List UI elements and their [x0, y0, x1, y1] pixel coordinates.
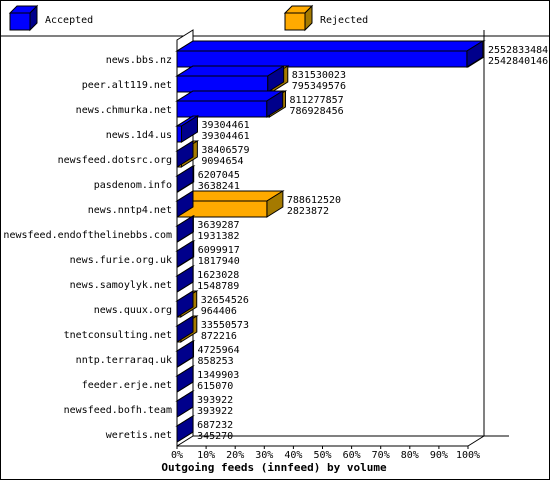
category-label-7: newsfeed.endofthelinebbs.com [3, 230, 172, 241]
bar-accepted-2 [175, 90, 285, 118]
x-tick-label-3: 30% [255, 450, 273, 461]
category-label-4: newsfeed.dotsrc.org [58, 155, 172, 166]
value-accepted-0: 2542840146 [488, 56, 548, 67]
value-rejected-8: 6099917 [198, 245, 240, 256]
bar-rejected-6 [175, 190, 285, 218]
value-rejected-0: 2552833484 [488, 45, 548, 56]
category-label-13: feeder.erje.net [82, 380, 172, 391]
value-accepted-4: 9094654 [201, 156, 243, 167]
value-accepted-12: 858253 [198, 356, 234, 367]
category-label-0: news.bbs.nz [106, 55, 172, 66]
value-rejected-9: 1623028 [197, 270, 239, 281]
bar-accepted-1-top [175, 65, 286, 77]
bar-accepted-0 [175, 40, 485, 68]
x-tick-label-1: 10% [197, 450, 215, 461]
bar-accepted-7 [176, 215, 194, 243]
bar-accepted-10 [176, 290, 194, 318]
value-accepted-5: 3638241 [198, 181, 240, 192]
x-tick-label-0: 0% [171, 450, 183, 461]
value-rejected-13: 1349903 [197, 370, 239, 381]
legend-swatch-accepted [9, 12, 31, 31]
bar-accepted-1 [175, 65, 286, 93]
value-rejected-12: 4725964 [198, 345, 240, 356]
legend-label-rejected: Rejected [320, 15, 368, 26]
axis-right-edge [467, 435, 485, 447]
value-accepted-15: 345270 [197, 431, 233, 442]
category-labels: news.bbs.nz peer.alt119.net news.chmurka.n… [3, 55, 172, 441]
bar-accepted-6 [176, 190, 194, 218]
value-rejected-3: 39304461 [201, 120, 249, 131]
bar-accepted-12 [176, 340, 194, 368]
legend: Accepted Rejected [0, 4, 550, 37]
category-label-1: peer.alt119.net [82, 80, 172, 91]
x-tick-label-10: 100% [456, 450, 480, 461]
value-accepted-3: 39304461 [201, 131, 249, 142]
value-rejected-6: 788612520 [287, 195, 341, 206]
bar-accepted-9 [176, 265, 194, 293]
value-accepted-7: 1931382 [197, 231, 239, 242]
category-label-2: news.chmurka.net [76, 105, 172, 116]
x-tick-label-6: 60% [343, 450, 361, 461]
chart-title: Outgoing feeds (innfeed) by volume [161, 461, 387, 474]
legend-item-rejected: Rejected [283, 4, 368, 32]
bars [175, 40, 486, 443]
legend-label-accepted: Accepted [45, 15, 93, 26]
category-label-5: pasdenom.info [94, 180, 172, 191]
bar-accepted-11 [176, 315, 194, 343]
value-accepted-1: 795349576 [292, 81, 346, 92]
value-accepted-11: 872216 [201, 331, 237, 342]
x-tick-label-2: 20% [226, 450, 244, 461]
value-accepted-14: 393922 [197, 406, 233, 417]
category-label-3: news.1d4.us [106, 130, 172, 141]
value-rejected-14: 393922 [197, 395, 233, 406]
bar-accepted-0-front [176, 50, 468, 68]
category-label-15: weretis.net [106, 430, 172, 441]
value-accepted-10: 964406 [201, 306, 237, 317]
x-tick-label-9: 90% [430, 450, 448, 461]
bar-accepted-3-front [176, 125, 182, 143]
x-tick-label-8: 80% [401, 450, 419, 461]
bar-accepted-2-front [176, 100, 268, 118]
category-label-11: tnetconsulting.net [64, 330, 172, 341]
value-accepted-2: 786928456 [289, 106, 343, 117]
bar-accepted-3 [175, 115, 200, 143]
category-label-10: news.quux.org [94, 305, 172, 316]
category-label-12: nntp.terraraq.uk [76, 355, 172, 366]
bar-accepted-1-front [176, 75, 269, 93]
category-label-6: news.nntp4.net [88, 205, 172, 216]
bar-accepted-14 [176, 390, 194, 418]
value-rejected-5: 6207045 [198, 170, 240, 181]
category-label-14: newsfeed.bofh.team [64, 405, 172, 416]
category-label-8: news.furie.org.uk [70, 255, 172, 266]
bar-accepted-15 [176, 415, 194, 443]
value-rejected-4: 38406579 [201, 145, 249, 156]
bar-accepted-2-top [175, 90, 285, 102]
x-tick-labels: 0% 10% 20% 30% 40% 50% 60% 70% 80% 90% 100% [171, 446, 480, 461]
value-accepted-9: 1548789 [197, 281, 239, 292]
x-tick-label-5: 50% [313, 450, 331, 461]
category-label-9: news.samoylyk.net [70, 280, 172, 291]
bar-accepted-13 [176, 365, 194, 393]
bar-accepted-5 [176, 165, 194, 193]
value-accepted-13: 615070 [197, 381, 233, 392]
value-rejected-1: 831530023 [292, 70, 346, 81]
value-rejected-11: 33550573 [201, 320, 249, 331]
value-rejected-7: 3639287 [197, 220, 239, 231]
bar-accepted-0-top [175, 40, 485, 52]
value-accepted-6: 2823872 [287, 206, 329, 217]
bar-accepted-4 [176, 140, 194, 168]
x-tick-label-4: 40% [284, 450, 302, 461]
value-accepted-8: 1817940 [198, 256, 240, 267]
legend-swatch-rejected [284, 12, 306, 31]
value-rejected-10: 32654526 [201, 295, 249, 306]
legend-item-accepted: Accepted [8, 4, 93, 32]
bar-accepted-8 [176, 240, 194, 268]
x-tick-label-7: 70% [372, 450, 390, 461]
value-rejected-2: 811277857 [289, 95, 343, 106]
value-rejected-15: 687232 [197, 420, 233, 431]
